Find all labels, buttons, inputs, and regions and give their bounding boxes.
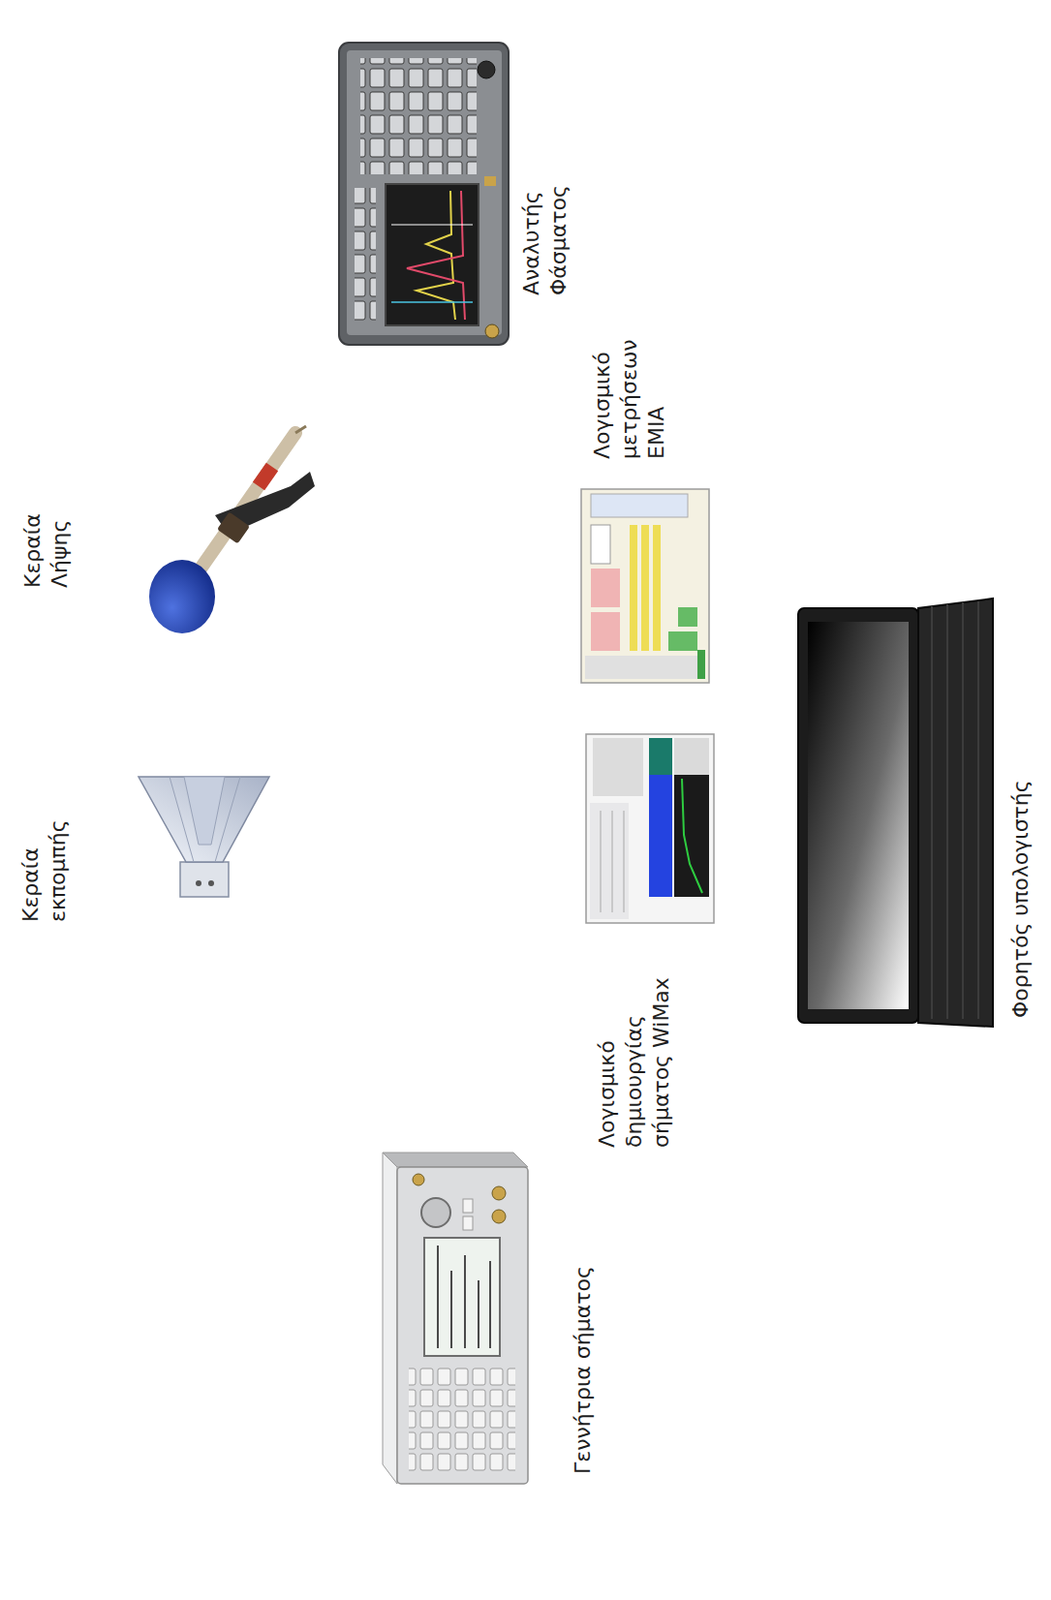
emia-software-screenshot-part bbox=[581, 489, 710, 683]
emia-software-screenshot-part bbox=[585, 655, 706, 680]
emia-software-screenshot-part bbox=[641, 525, 650, 651]
laptop-drawing bbox=[798, 598, 993, 1027]
software-window: Λογισμικό δημιουργίας σήματος WiMax bbox=[586, 734, 714, 924]
signal-generator-drawing-part bbox=[463, 1255, 466, 1349]
emia-software-screenshot-part bbox=[668, 631, 698, 651]
signal-generator-drawing-part bbox=[382, 1152, 528, 1168]
spectrum-analyzer: Αναλυτής Φάσματος bbox=[336, 40, 511, 347]
probe-antenna-drawing-part bbox=[149, 559, 216, 634]
equipment-label: Φορητός υπολογιστής bbox=[1007, 779, 1035, 1019]
transmit-antenna: Κεραία εκπομπής bbox=[137, 774, 271, 898]
equipment-label: Λογισμικό μετρήσεων EMIA bbox=[588, 309, 671, 460]
signal-generator-drawing-part bbox=[412, 1174, 425, 1186]
probe-antenna-drawing-part bbox=[216, 512, 250, 545]
wimax-software-screenshot-part bbox=[589, 803, 629, 920]
emia-software-screenshot-part bbox=[652, 525, 661, 651]
horn-antenna-drawing-part bbox=[184, 776, 225, 845]
emia-software-screenshot-part bbox=[590, 568, 620, 608]
signal-generator-drawing-part bbox=[382, 1152, 398, 1484]
laptop-computer: Φορητός υπολογιστής bbox=[795, 596, 995, 1030]
horn-antenna-drawing-part bbox=[195, 880, 202, 887]
spectrum-analyzer-drawing-part bbox=[391, 301, 473, 304]
equipment-label: Λογισμικό δημιουργίας σήματος WiMax bbox=[593, 944, 676, 1148]
wimax-software-screenshot-part bbox=[623, 810, 625, 913]
signal-generator-drawing-part bbox=[489, 1261, 492, 1349]
laptop-drawing-part bbox=[930, 606, 933, 1020]
wimax-software-screenshot bbox=[586, 734, 714, 924]
emia-software-screenshot-part bbox=[590, 525, 611, 564]
wimax-software-screenshot-part bbox=[600, 810, 602, 913]
wimax-software-screenshot-part bbox=[649, 774, 673, 897]
wimax-software-screenshot-part bbox=[612, 810, 614, 913]
receive-antenna: Κεραία Λήψης bbox=[145, 407, 311, 633]
wimax-software-screenshot-part bbox=[649, 738, 673, 775]
signal-generator-drawing-part bbox=[424, 1237, 500, 1357]
probe-antenna-drawing bbox=[149, 426, 315, 634]
emia-software-screenshot-part bbox=[629, 525, 638, 651]
equipment-label: Κεραία Λήψης bbox=[19, 476, 74, 588]
spectrum-analyzer-drawing-part bbox=[416, 190, 456, 320]
signal-generator-drawing bbox=[382, 1152, 528, 1484]
spectrum-analyzer-drawing-part bbox=[485, 324, 499, 339]
equipment-label: Γεννήτρια σήματος bbox=[569, 1266, 597, 1475]
spectrum-analyzer-drawing-part bbox=[354, 187, 376, 324]
horn-antenna-drawing-part bbox=[180, 862, 229, 897]
spectrum-analyzer-drawing-part bbox=[477, 61, 495, 79]
laptop-drawing-part bbox=[946, 604, 949, 1020]
signal-generator-drawing-part bbox=[450, 1270, 453, 1349]
signal-generator-drawing-part bbox=[492, 1209, 506, 1224]
emia-software-screenshot-part bbox=[697, 649, 706, 680]
spectrum-analyzer-drawing-part bbox=[391, 224, 473, 226]
signal-generator-drawing-part bbox=[463, 1199, 473, 1213]
equipment-label: Αναλυτής Φάσματος bbox=[518, 154, 573, 296]
laptop-drawing-part bbox=[807, 621, 909, 1010]
wimax-software-screenshot-part bbox=[674, 774, 710, 897]
signal-generator-drawing-part bbox=[477, 1280, 480, 1349]
horn-antenna-drawing bbox=[138, 776, 270, 897]
emia-software-screenshot-part bbox=[590, 612, 620, 651]
probe-antenna-drawing-part bbox=[258, 466, 273, 487]
horn-antenna-drawing-part bbox=[208, 880, 215, 887]
wimax-software-screenshot-part bbox=[681, 778, 703, 894]
signal-generator-drawing-part bbox=[436, 1245, 439, 1349]
spectrum-analyzer-drawing-part bbox=[484, 176, 496, 186]
probe-antenna-drawing-part bbox=[295, 426, 307, 433]
spectrum-analyzer-drawing-part bbox=[339, 42, 509, 345]
spectrum-analyzer-drawing-part bbox=[360, 58, 477, 175]
emia-software-screenshot-part bbox=[678, 607, 698, 627]
laptop-drawing-part bbox=[977, 601, 980, 1020]
wimax-software-screenshot-part bbox=[592, 738, 644, 797]
horn-antenna-drawing-part bbox=[138, 776, 270, 863]
laptop-drawing-part bbox=[798, 608, 919, 1023]
signal-generator-drawing-part bbox=[397, 1167, 528, 1484]
signal-generator-drawing-part bbox=[421, 1198, 451, 1228]
signal-generator: Γεννήτρια σήματος bbox=[392, 1162, 531, 1489]
software-window: Λογισμικό μετρήσεων EMIA bbox=[581, 489, 710, 683]
spectrum-analyzer-drawing bbox=[339, 42, 509, 345]
wimax-software-screenshot-part bbox=[674, 738, 710, 775]
wimax-software-screenshot-part bbox=[586, 734, 714, 924]
emia-software-screenshot-part bbox=[590, 494, 688, 518]
equipment-label: Κεραία εκπομπής bbox=[17, 791, 72, 923]
laptop-drawing-part bbox=[918, 598, 993, 1027]
laptop-drawing-part bbox=[961, 602, 964, 1020]
signal-generator-drawing-part bbox=[463, 1216, 473, 1231]
signal-generator-drawing-part bbox=[492, 1186, 506, 1201]
spectrum-analyzer-drawing-part bbox=[346, 50, 502, 336]
spectrum-analyzer-drawing-part bbox=[385, 184, 479, 326]
emia-software-screenshot bbox=[581, 489, 710, 683]
spectrum-analyzer-drawing-part bbox=[406, 190, 465, 320]
signal-generator-drawing-part bbox=[408, 1365, 516, 1473]
